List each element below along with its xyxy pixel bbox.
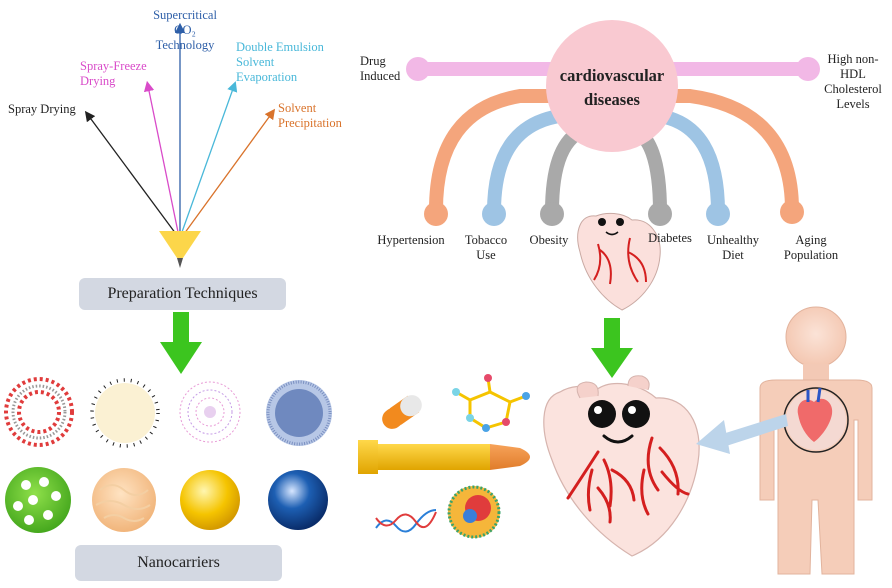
gold-nanoparticle-icon: [180, 470, 240, 530]
dendrimer-icon: [179, 381, 241, 443]
blue-nanoparticle-icon: [268, 470, 328, 530]
center-label: cardiovascular diseases: [559, 66, 665, 109]
label-unhealthy-diet: Unhealthy Diet: [706, 233, 760, 262]
small-heart-icon: [577, 212, 661, 311]
human-body-icon: [759, 306, 873, 575]
label-obesity: Obesity: [529, 233, 569, 247]
green-nanoparticle-icon: [5, 467, 71, 533]
arrow-spray-freeze: [143, 80, 179, 233]
hydrogel-nanoparticle-icon: [92, 468, 156, 532]
arrow-spray-drying: [84, 110, 177, 235]
center-circle: [546, 20, 678, 152]
molecule-icon: [452, 374, 530, 432]
pencil-icon: [159, 231, 201, 268]
label-supercritical: Supercritical CO₂ Technology: [153, 8, 217, 52]
label-aging-population: Aging Population: [783, 233, 839, 262]
arrow-double-emulsion: [181, 81, 238, 233]
big-heart-icon: [543, 375, 700, 557]
green-down-arrow-left: [160, 312, 202, 374]
green-down-arrow-right: [591, 318, 633, 378]
label-spray-drying: Spray Drying: [8, 102, 76, 116]
label-solvent-precipitation: Solvent Precipitation: [278, 101, 342, 130]
label-tobacco-use: Tobacco Use: [464, 233, 508, 262]
label-double-emulsion: Double Emulsion Solvent Evaporation: [236, 40, 324, 84]
dna-icon: [375, 509, 437, 533]
risk-nodes: [424, 200, 804, 226]
polymeric-nanoparticle-icon: [266, 380, 332, 446]
technique-arrows: [84, 22, 276, 235]
liposome-icon: [4, 377, 74, 447]
bullet-icon: [358, 440, 530, 474]
pointer-arrow: [696, 414, 788, 454]
capsule-icon: [382, 395, 422, 429]
label-spray-freeze: Spray-Freeze Drying: [80, 59, 147, 88]
preparation-techniques-box: Preparation Techniques: [79, 278, 286, 310]
arrow-solvent-precipitation: [183, 108, 276, 235]
label-drug-induced: Drug Induced: [360, 54, 401, 83]
drug-nanoparticle-icon: [447, 485, 501, 539]
label-diabetes: Diabetes: [648, 231, 692, 245]
label-hypertension: Hypertension: [377, 233, 445, 247]
label-high-non-hdl: High non- HDL Cholesterol Levels: [824, 52, 882, 111]
micelle-icon: [90, 378, 160, 448]
nanocarriers-box: Nanocarriers: [75, 545, 282, 581]
